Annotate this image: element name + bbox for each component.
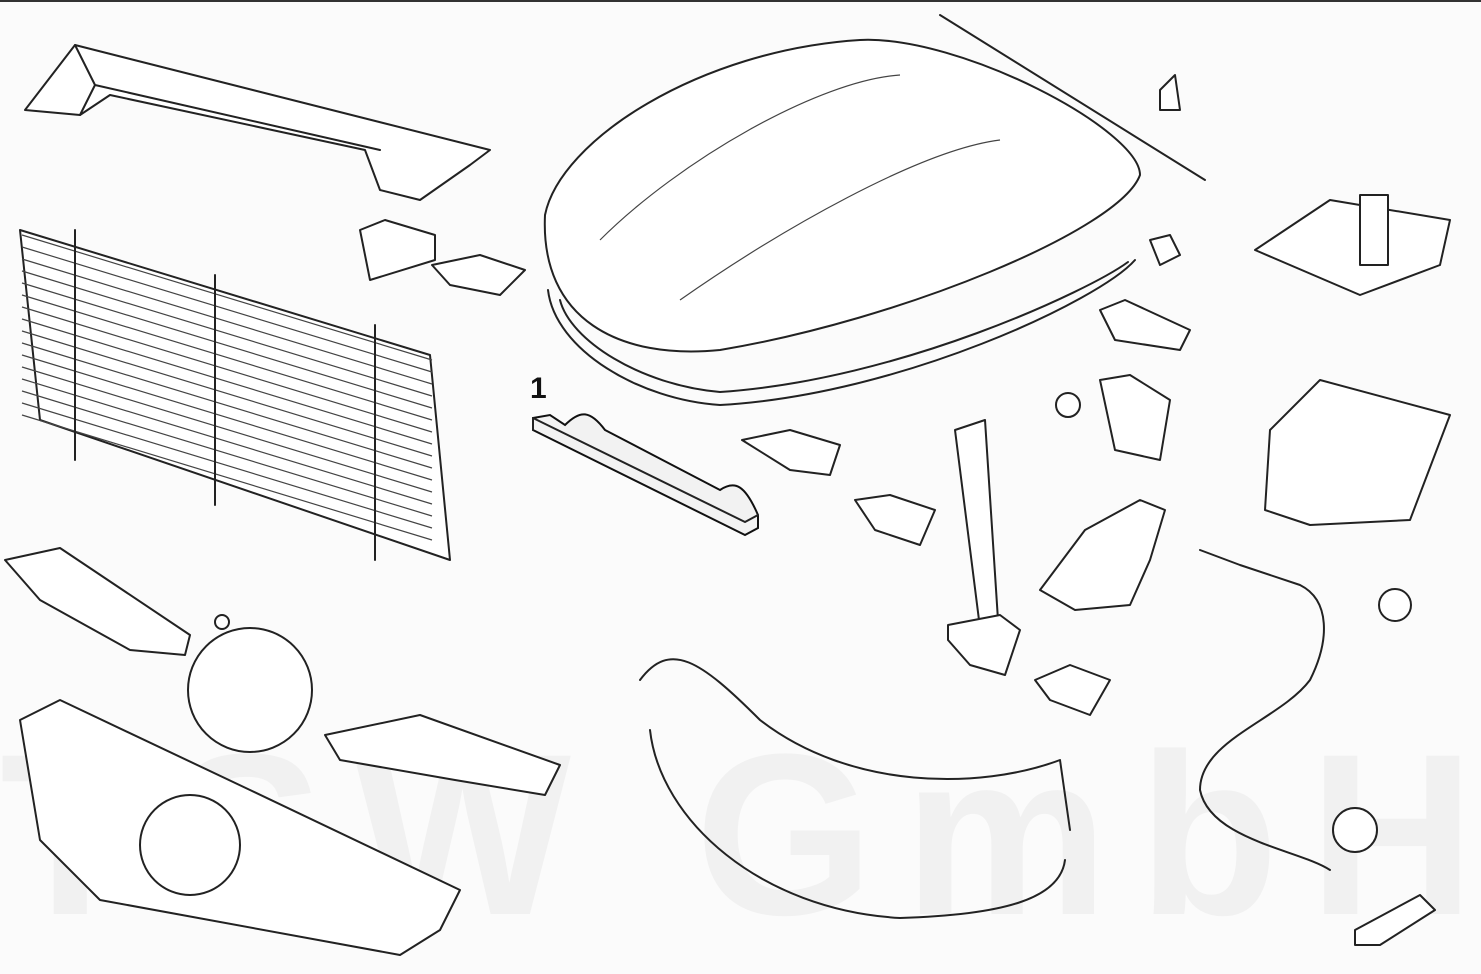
grille-slat	[21, 330, 433, 457]
grille-slat	[21, 402, 433, 529]
grille-surround	[4, 547, 561, 956]
grille-slat	[21, 270, 433, 397]
radiator-grille	[19, 229, 451, 561]
hood-release-cable	[1199, 549, 1436, 946]
grille-slat	[21, 378, 433, 505]
grille-slat	[21, 246, 433, 373]
grille-slat	[21, 234, 433, 361]
hood-bonnet	[543, 38, 1141, 406]
top-border	[0, 0, 1481, 2]
grille-slat	[21, 258, 433, 385]
grille-slat	[21, 306, 433, 433]
grille-slats	[21, 234, 433, 541]
grille-slat	[21, 318, 433, 445]
part-number-label: 1	[530, 372, 547, 405]
grille-slat	[21, 414, 433, 541]
grille-slat	[21, 354, 433, 481]
grille-slat	[21, 282, 433, 409]
front-panel-bracket	[24, 44, 491, 201]
hood-prop-rod	[939, 14, 1206, 181]
grille-slat	[21, 390, 433, 517]
grille-slat	[21, 366, 433, 493]
lower-valance	[639, 658, 1071, 919]
support-strut	[947, 419, 1021, 676]
grille-slat	[21, 294, 433, 421]
hinge-brackets	[359, 74, 1451, 716]
grille-slat	[21, 342, 433, 469]
foam-seal-strip	[532, 413, 759, 537]
